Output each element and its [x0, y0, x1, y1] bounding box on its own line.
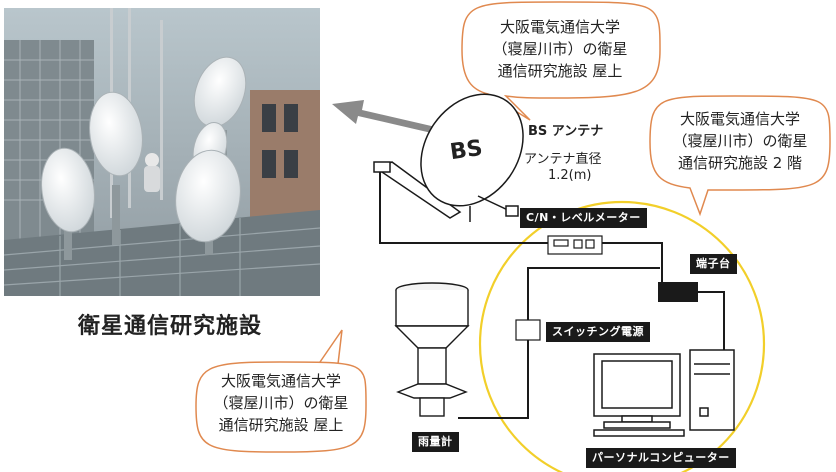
photo-caption: 衛星通信研究施設 [78, 314, 263, 339]
terminal-label: 端子台 [690, 254, 737, 274]
antenna-diameter-label: アンテナ直径 [524, 152, 602, 167]
rain-gauge-device [394, 282, 470, 417]
rain-gauge-label: 雨量計 [412, 432, 459, 452]
callout-top-line-1: 大阪電気通信大学 [499, 18, 620, 36]
bs-antenna-label: BS アンテナ [528, 124, 604, 139]
switching-power-device [515, 319, 541, 341]
callout-top-bubble [461, 1, 661, 121]
callout-right-line-3: 通信研究施設 2 階 [677, 154, 803, 172]
callout-right-bubble [649, 95, 831, 217]
callout-bottom-line-3: 通信研究施設 屋上 [218, 416, 344, 434]
callout-bottom-bubble [195, 329, 367, 453]
callout-top-text: 大阪電気通信大学 （寝屋川市）の衛星 通信研究施設 屋上 [470, 16, 650, 82]
dish-bs-text: BS [448, 135, 485, 166]
callout-bottom-line-1: 大阪電気通信大学 [220, 372, 341, 390]
indoor-equipment-circle [478, 200, 766, 472]
personal-computer-device [593, 349, 735, 437]
bs-antenna-drawing [373, 93, 524, 222]
antenna-diameter-value: 1.2(m) [548, 168, 592, 183]
cn-level-meter-device [547, 235, 603, 255]
callout-bottom-line-2: （寝屋川市）の衛星 [213, 394, 349, 412]
terminal-block-device [658, 282, 698, 302]
satellite-facility-photo [3, 8, 321, 296]
callout-bottom-text: 大阪電気通信大学 （寝屋川市）の衛星 通信研究施設 屋上 [198, 370, 364, 436]
cn-meter-label: C/N・レベルメーター [520, 208, 647, 228]
pc-label: パーソナルコンピューター [586, 448, 736, 468]
callout-right-text: 大阪電気通信大学 （寝屋川市）の衛星 通信研究施設 2 階 [652, 108, 828, 174]
callout-top-line-2: （寝屋川市）の衛星 [492, 40, 628, 58]
callout-right-line-2: （寝屋川市）の衛星 [672, 132, 808, 150]
callout-top-line-3: 通信研究施設 屋上 [497, 62, 623, 80]
callout-right-line-1: 大阪電気通信大学 [679, 110, 800, 128]
direction-arrow [332, 100, 440, 134]
switching-power-label: スイッチング電源 [546, 322, 650, 342]
